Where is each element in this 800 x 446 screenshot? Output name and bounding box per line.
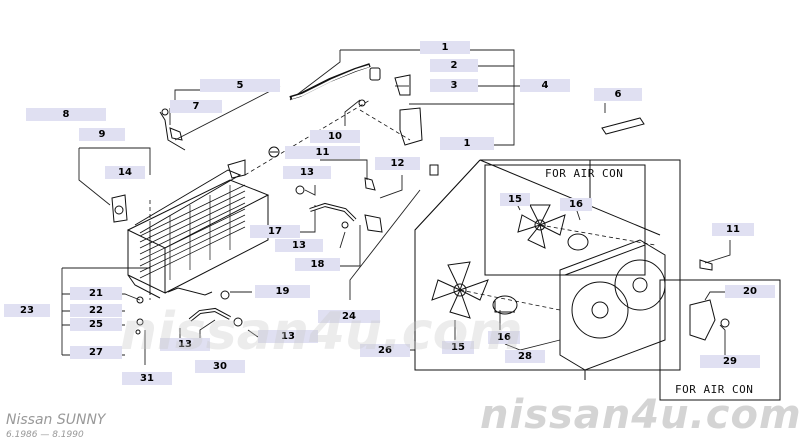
callout-15-upper[interactable]: 15 (500, 193, 530, 206)
callout-29[interactable]: 29 (700, 355, 760, 368)
callout-9[interactable]: 9 (79, 128, 125, 141)
seal-tape (601, 117, 645, 135)
watermark-faint: nissan4u.com (120, 302, 523, 362)
dashed-guides (149, 99, 656, 311)
aircon-frame-bottom (659, 259, 781, 401)
frame-main (414, 159, 681, 371)
callout-6[interactable]: 6 (594, 88, 642, 101)
callout-10[interactable]: 10 (310, 130, 360, 143)
aircon-fan-upper (517, 204, 589, 251)
callout-26[interactable]: 26 (360, 344, 410, 357)
callout-11-right[interactable]: 11 (712, 223, 754, 236)
top-hose (289, 63, 371, 100)
small-fittings (111, 146, 280, 223)
callout-2[interactable]: 2 (430, 59, 478, 72)
callout-25[interactable]: 25 (70, 318, 122, 331)
callout-13-a[interactable]: 13 (283, 166, 331, 179)
callout-8[interactable]: 8 (26, 108, 106, 121)
callout-30[interactable]: 30 (195, 360, 245, 373)
car-model-label: Nissan SUNNY (6, 412, 106, 428)
callout-13-d[interactable]: 13 (258, 330, 318, 343)
callout-15-lower[interactable]: 15 (442, 341, 474, 354)
note-air-con-bottom: FOR AIR CON (675, 383, 754, 396)
callout-16-lower[interactable]: 16 (488, 331, 520, 344)
watermark-main: nissan4u.com (480, 392, 800, 438)
upper-hose (295, 177, 383, 233)
fan-motor-lower (492, 295, 518, 315)
aircon-frame-top (484, 164, 646, 276)
callout-1-top[interactable]: 1 (420, 41, 470, 54)
callout-1-mid[interactable]: 1 (440, 137, 494, 150)
callout-5[interactable]: 5 (200, 79, 280, 92)
callout-7[interactable]: 7 (170, 100, 222, 113)
callout-22[interactable]: 22 (70, 304, 122, 317)
callout-16-upper[interactable]: 16 (560, 198, 592, 211)
lower-hose (135, 287, 243, 335)
callout-20[interactable]: 20 (725, 285, 775, 298)
overflow-hose (159, 108, 186, 151)
callout-14[interactable]: 14 (105, 166, 145, 179)
radiator-core (126, 159, 270, 299)
callout-21[interactable]: 21 (70, 287, 122, 300)
production-range: 6.1986 — 8.1990 (6, 430, 84, 440)
callout-23[interactable]: 23 (4, 304, 50, 317)
callout-19[interactable]: 19 (255, 285, 310, 298)
callout-13-c[interactable]: 13 (160, 338, 210, 351)
callout-3[interactable]: 3 (430, 79, 478, 92)
cap-and-reservoir (358, 67, 439, 176)
callout-28[interactable]: 28 (505, 350, 545, 363)
fan-blade-lower (431, 261, 489, 319)
fan-shroud-assembly (559, 239, 666, 380)
callout-17[interactable]: 17 (250, 225, 300, 238)
callout-24[interactable]: 24 (318, 310, 380, 323)
callout-27[interactable]: 27 (70, 346, 122, 359)
callout-18[interactable]: 18 (295, 258, 340, 271)
callout-31[interactable]: 31 (122, 372, 172, 385)
callout-13-b[interactable]: 13 (275, 239, 323, 252)
callout-12[interactable]: 12 (375, 157, 420, 170)
note-air-con-top: FOR AIR CON (545, 167, 624, 180)
callout-11-upper[interactable]: 11 (285, 146, 360, 159)
callout-4[interactable]: 4 (520, 79, 570, 92)
